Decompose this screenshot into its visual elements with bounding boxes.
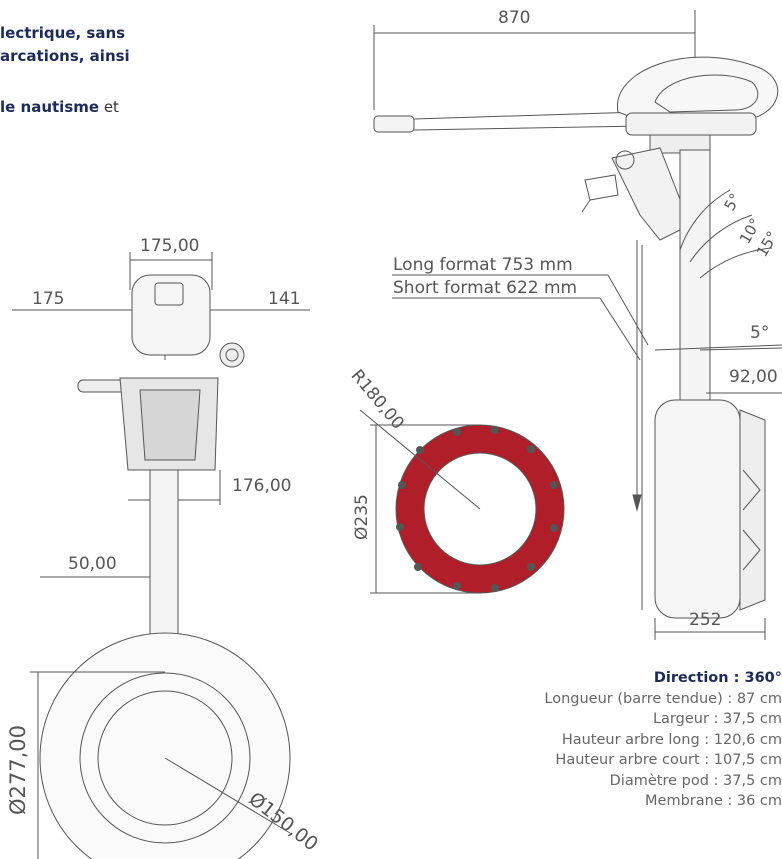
short-format-label: Short format 622 mm <box>393 278 578 298</box>
spec-line: Largeur : 37,5 cm <box>652 711 782 727</box>
motor-shaft <box>679 149 711 401</box>
intro-bold-nautisme: le nautisme <box>0 98 100 116</box>
dim-235-label: Ø235 <box>352 494 372 540</box>
front-view <box>12 252 310 859</box>
motor-head <box>617 56 779 125</box>
specs-list: Direction : 360° Longueur (barre tendue)… <box>544 668 782 812</box>
dim-252-label: 252 <box>689 610 722 630</box>
long-format-label: Long format 753 mm <box>393 255 573 275</box>
pod-mid-circle <box>79 672 251 844</box>
dim-175-00-label: 175,00 <box>140 236 200 256</box>
spec-line: Diamètre pod : 37,5 cm <box>609 772 782 789</box>
intro-plain-et: et <box>99 98 119 116</box>
dim-50-label: 50,00 <box>68 554 117 574</box>
dim-277-label: Ø277,00 <box>6 724 30 815</box>
front-head <box>131 274 211 356</box>
dim-92-label: 92,00 <box>729 367 778 387</box>
dim-175-label: 175 <box>32 289 65 309</box>
spec-line: Hauteur arbre long : 120,6 cm <box>561 731 782 748</box>
spec-line: Membrane : 36 cm <box>645 793 782 809</box>
motor-pod <box>654 399 741 619</box>
membrane-ring <box>359 409 565 594</box>
pod-outer-circle <box>39 632 291 859</box>
dim-141-label: 141 <box>268 289 301 309</box>
pod-inner-circle <box>97 690 233 826</box>
spec-line: Hauteur arbre court : 107,5 cm <box>555 752 782 768</box>
intro-line-1: lectrique, sans <box>0 24 126 42</box>
tiller-grip <box>373 115 415 133</box>
intro-line-2: arcations, ainsi <box>0 47 130 65</box>
intro-line-3: le nautisme et <box>0 98 119 116</box>
propeller-side <box>739 409 766 611</box>
spec-line: Longueur (barre tendue) : 87 cm <box>544 690 782 707</box>
angle-5-side-label: 5° <box>750 323 770 343</box>
dim-176-label: 176,00 <box>232 476 292 496</box>
dim-870-label: 870 <box>498 8 531 28</box>
spec-heading: Direction : 360° <box>653 670 782 686</box>
side-view <box>373 10 782 640</box>
clamp-bracket <box>611 147 691 241</box>
